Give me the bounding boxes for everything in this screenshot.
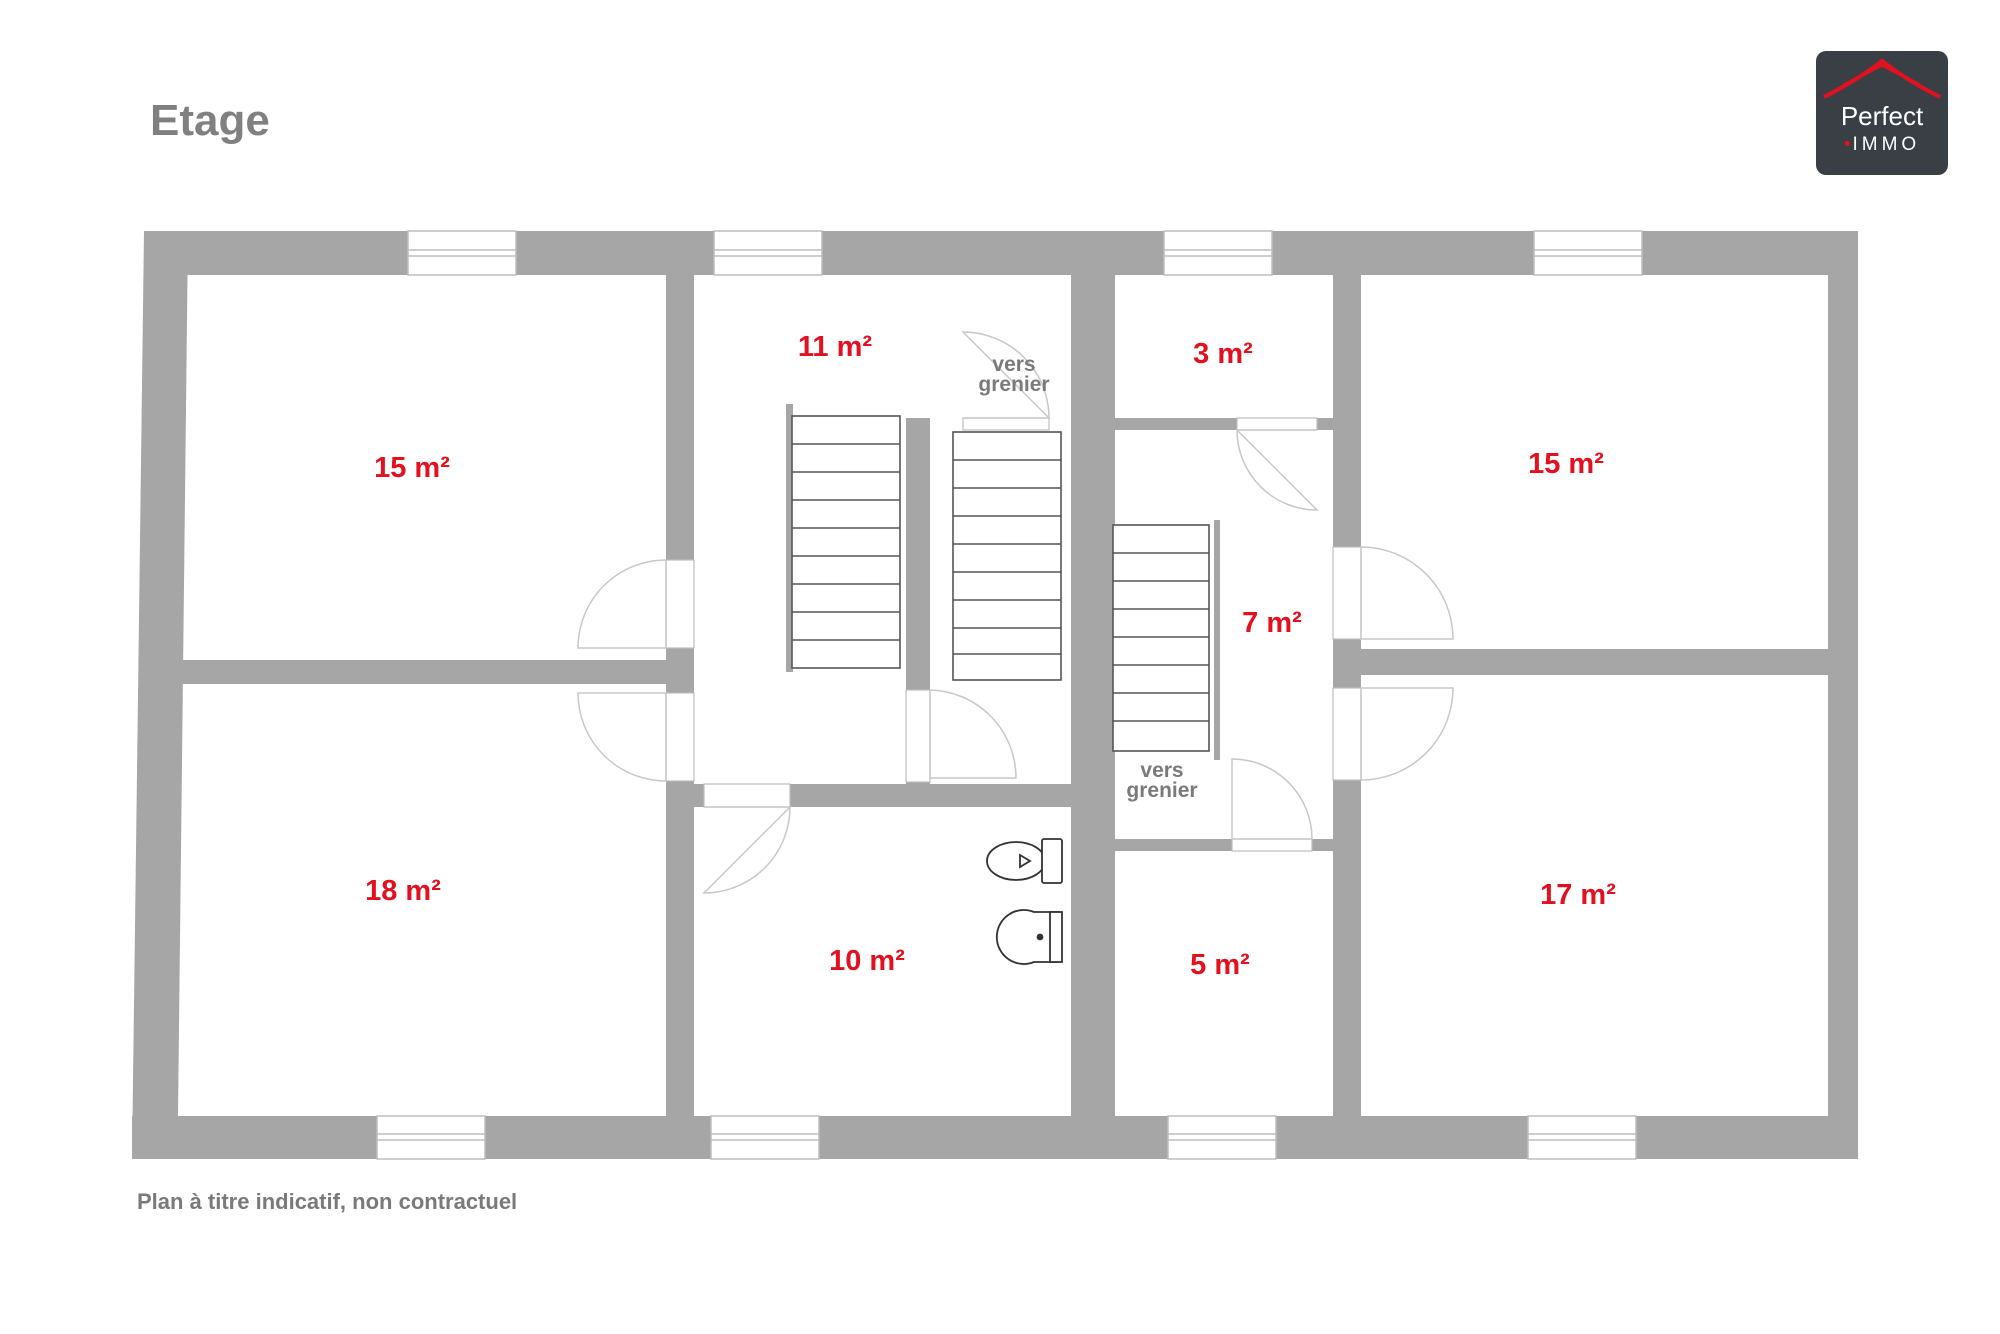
room-area-bedroom-top-left: 15 m² (374, 452, 450, 484)
stair-note-2-line1: vers (1140, 759, 1183, 782)
door-swings (577, 331, 1454, 894)
window-bottom-2 (710, 1115, 820, 1160)
staircase-middle (952, 431, 1062, 681)
sink-icon (995, 909, 1063, 965)
window-bottom-4 (1527, 1115, 1637, 1160)
windows (376, 230, 1643, 1160)
logo-dot-icon: • (1843, 134, 1853, 155)
stair-note-2-line2: grenier (1126, 779, 1197, 802)
room-area-bedroom-bottom-right: 17 m² (1540, 879, 1616, 911)
toilet-icon (986, 838, 1063, 884)
room-area-bedroom-top-right: 15 m² (1528, 448, 1604, 480)
roof-icon (1823, 58, 1941, 99)
door-openings (665, 417, 1362, 852)
window-top-2 (713, 230, 823, 276)
window-top-3 (1163, 230, 1273, 276)
room-labels: 15 m² 18 m² 11 m² 10 m² 3 m² 7 m² 5 m² 1… (365, 331, 1616, 981)
window-top-4 (1533, 230, 1643, 276)
window-top-1 (407, 230, 517, 276)
room-area-bedroom-bottom-left: 18 m² (365, 875, 441, 907)
stair-note-1-line1: vers (992, 353, 1035, 376)
staircase-left (791, 415, 901, 669)
stair-note-1-line2: grenier (978, 373, 1049, 396)
page-title: Etage (150, 96, 270, 145)
window-bottom-1 (376, 1115, 486, 1160)
room-area-landing: 7 m² (1242, 607, 1302, 639)
logo-text-immo: IMMO (1852, 134, 1921, 155)
logo-text-perfect: Perfect (1840, 101, 1924, 131)
room-area-small-bottom: 5 m² (1190, 949, 1250, 981)
room-area-stair-hall: 11 m² (798, 331, 872, 363)
brand-logo: Perfect •IMMO (1816, 51, 1948, 175)
window-bottom-3 (1167, 1115, 1277, 1160)
stair-notes: vers grenier vers grenier (978, 353, 1197, 802)
staircase-right (1112, 524, 1210, 752)
room-area-small-top: 3 m² (1193, 338, 1253, 370)
disclaimer-text: Plan à titre indicatif, non contractuel (137, 1189, 518, 1214)
room-area-bathroom: 10 m² (829, 945, 905, 977)
